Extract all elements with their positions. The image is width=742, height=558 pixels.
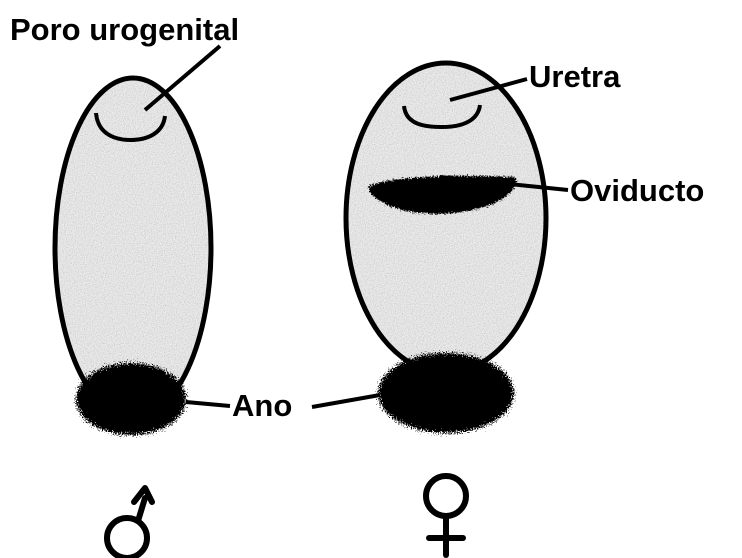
label-uretra: Uretra <box>529 59 621 94</box>
male-symbol-icon <box>107 488 152 558</box>
leader-poro-urogenital <box>145 46 220 110</box>
female-symbol-icon <box>426 476 466 555</box>
male-anus <box>76 363 186 435</box>
male-organ <box>55 78 211 435</box>
female-anus <box>378 353 514 433</box>
label-oviducto: Oviducto <box>570 173 704 208</box>
female-organ <box>346 63 546 433</box>
leader-ano-left <box>186 402 230 406</box>
label-poro-urogenital: Poro urogenital <box>10 12 239 47</box>
label-ano: Ano <box>232 388 292 423</box>
leader-ano-right <box>312 395 380 407</box>
